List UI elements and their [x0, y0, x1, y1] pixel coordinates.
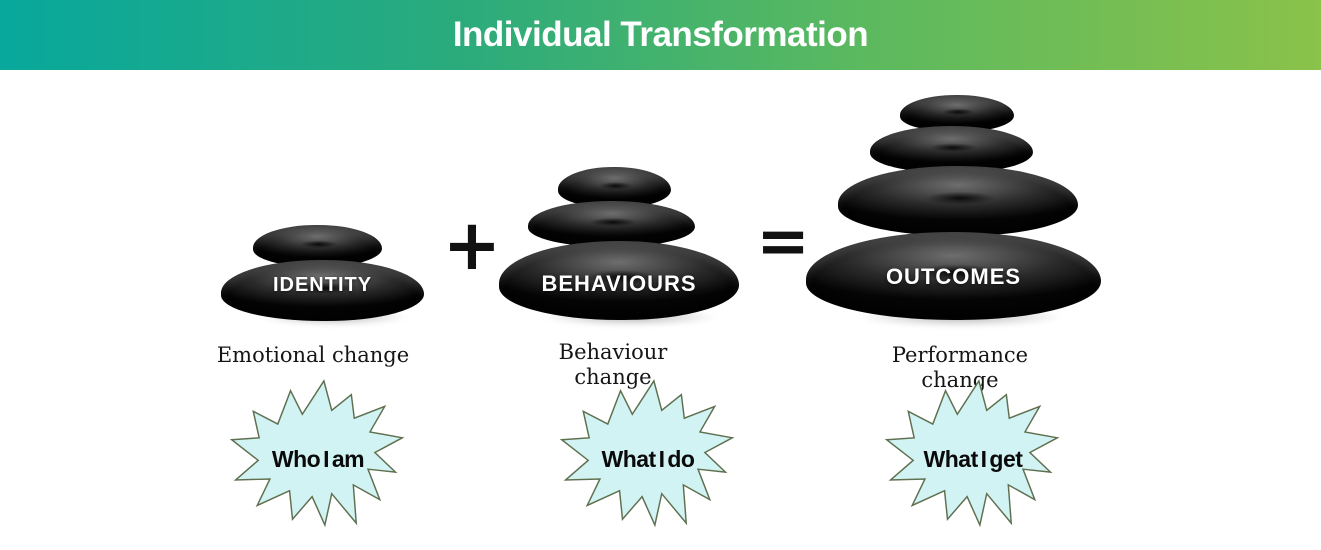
identity-stone-bottom	[221, 260, 424, 321]
outcomes-stone-bottom	[806, 232, 1101, 320]
page-title: Individual Transformation	[452, 15, 869, 54]
outcomes-stone-upper-middle	[870, 126, 1033, 173]
plus-operator: +	[442, 204, 502, 286]
outcomes-stone-top	[900, 95, 1014, 132]
behaviours-stone-bottom	[499, 241, 739, 320]
outcomes-stone-lower-middle	[838, 166, 1078, 236]
header-banner: Individual Transformation	[0, 0, 1321, 70]
behaviours-stone-middle	[528, 201, 695, 247]
behaviours-stone-label: BEHAVIOURS	[541, 271, 697, 296]
performance-change-label: Performance change	[891, 343, 1029, 392]
who-i-am-text: Who I am	[271, 446, 365, 472]
equals-operator: =	[756, 205, 810, 279]
outcomes-stone-label: OUTCOMES	[885, 264, 1022, 289]
what-i-get-text: What I get	[923, 446, 1023, 472]
behaviour-change-label: Behaviour change	[558, 340, 668, 389]
identity-stone-label: IDENTITY	[272, 274, 373, 296]
emotional-change-label: Emotional change	[216, 343, 410, 367]
what-i-do-text: What I do	[601, 446, 695, 472]
